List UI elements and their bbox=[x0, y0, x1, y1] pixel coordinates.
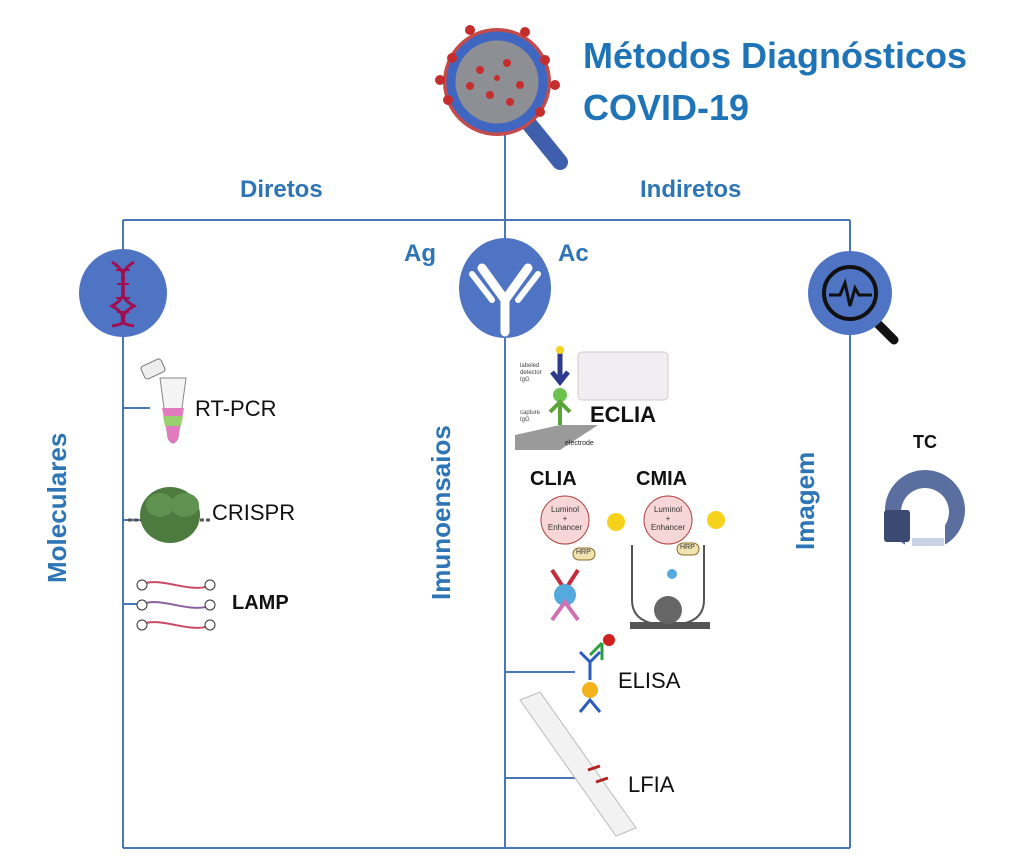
imaging-search-icon bbox=[808, 251, 899, 345]
method-eclia: ECLIA bbox=[590, 402, 656, 427]
cmia-illustration bbox=[630, 495, 725, 629]
virus-magnifier-icon bbox=[435, 25, 568, 170]
crispr-icon bbox=[128, 487, 212, 543]
clia-luminol-label: Luminol+Enhancer bbox=[547, 505, 583, 532]
ct-scanner-icon bbox=[884, 470, 965, 565]
immuno-category-label: Imunoensaios bbox=[426, 425, 456, 600]
direct-branch-label: Diretos bbox=[240, 176, 323, 203]
imaging-category-label: Imagem bbox=[790, 451, 820, 550]
method-clia: CLIA bbox=[530, 468, 577, 490]
test-tube-icon bbox=[140, 358, 187, 444]
elisa-illustration bbox=[578, 634, 615, 713]
clia-illustration bbox=[540, 495, 625, 622]
connector-lines bbox=[122, 120, 851, 849]
diagram-title-line-1: Métodos Diagnósticos bbox=[583, 35, 968, 76]
antibody-label: Ac bbox=[558, 240, 589, 267]
indirect-branch-label: Indiretos bbox=[640, 176, 742, 203]
method-elisa: ELISA bbox=[618, 668, 681, 693]
cmia-luminol-label: Luminol+Enhancer bbox=[650, 505, 686, 532]
eclia-panel bbox=[515, 342, 669, 450]
molecular-category-label: Moleculares bbox=[42, 432, 72, 583]
method-rt-pcr: RT-PCR bbox=[195, 396, 277, 421]
diagram-title-line-2: COVID-19 bbox=[583, 87, 750, 128]
method-crispr: CRISPR bbox=[212, 500, 296, 525]
lfia-strip-illustration bbox=[519, 691, 637, 837]
lamp-icon bbox=[136, 579, 216, 631]
eclia-electrode-label: electrode bbox=[565, 440, 594, 447]
dna-icon bbox=[79, 249, 167, 337]
clia-hrp-label: HRP bbox=[576, 549, 591, 556]
method-lamp: LAMP bbox=[232, 592, 289, 614]
antibody-icon bbox=[459, 238, 551, 338]
method-tc: TC bbox=[913, 432, 937, 452]
method-lfia: LFIA bbox=[628, 772, 675, 797]
cmia-hrp-label: HRP bbox=[680, 544, 695, 551]
antigen-label: Ag bbox=[404, 240, 436, 267]
method-cmia: CMIA bbox=[636, 468, 688, 490]
